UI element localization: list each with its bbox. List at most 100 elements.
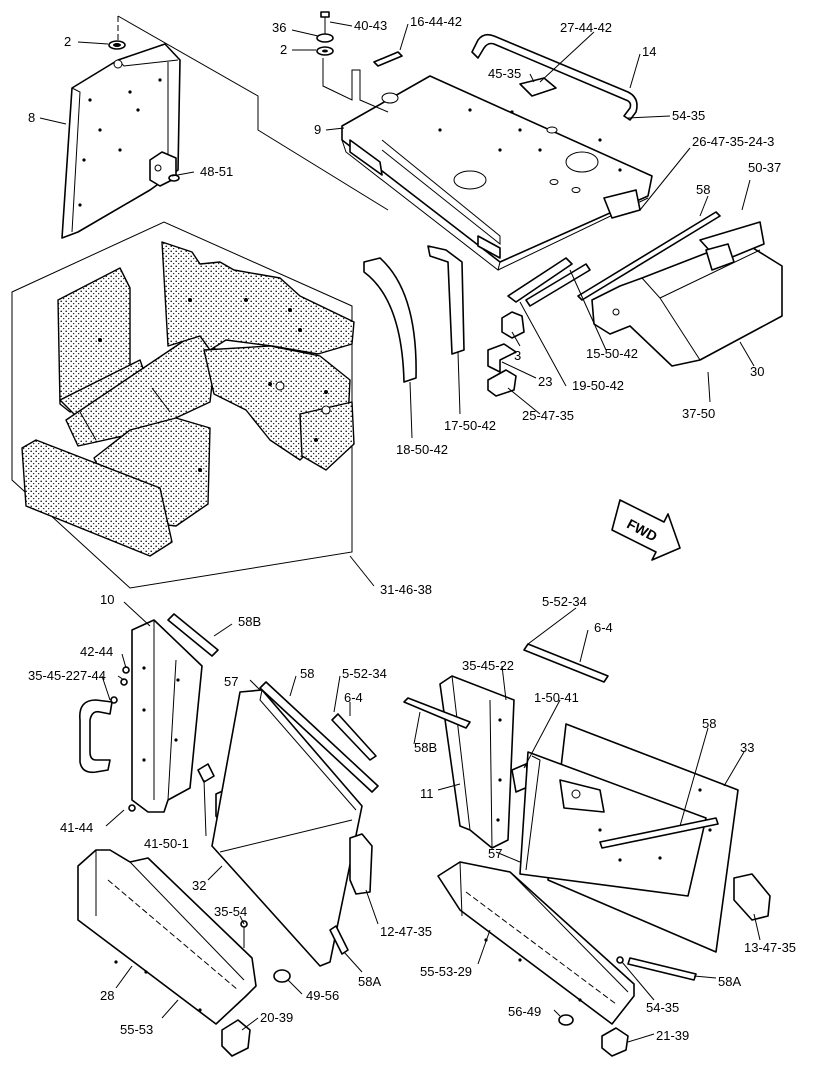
callout-label: 35-54 [214,904,247,919]
callout-label: 49-56 [306,988,339,1003]
callout-label: 36 [272,20,286,35]
callout-label: 14 [642,44,656,59]
nut-icon [168,174,180,182]
callout-label: 11 [420,786,434,801]
handle-35 [79,699,113,774]
bracket-16 [373,51,403,67]
callout-label: 58A [358,974,381,989]
frame-10 [131,619,203,813]
handle-14 [471,33,638,121]
door-panel-32 [211,689,363,967]
callout-label: 40-43 [354,18,387,33]
callout-label: 57 [224,674,238,689]
lower-panel-29 [437,861,635,1025]
callout-label: 35-45-22 [28,668,80,683]
callout-label: 28 [100,988,114,1003]
bracket-18 [363,257,417,383]
strip-58a-right [627,957,697,981]
callout-label: 6-4 [594,620,613,635]
callout-label: 32 [192,878,206,893]
callout-labels: 2 36 2 40-43 16-44-42 27-44-42 14 45-35 … [28,14,796,1043]
knob-49 [273,969,291,983]
side-panel-8 [61,43,181,239]
callout-label: 8 [28,110,35,125]
callout-label: 58A [718,974,741,989]
bracket-19 [507,257,573,303]
forward-arrow: FWD [611,499,681,561]
latch-20 [221,1019,251,1057]
callout-label: 17-50-42 [444,418,496,433]
bracket-15 [525,263,591,307]
alignment-line [117,15,389,211]
callout-label: 42-44 [80,644,113,659]
frame-11 [439,675,515,849]
callout-label: 12-47-35 [380,924,432,939]
callout-label: 23 [538,374,552,389]
callout-label: 58 [702,716,716,731]
washer-icon [108,40,126,50]
strip-58-door [259,681,379,793]
callout-label: 57 [488,846,502,861]
callout-label: 37-50 [682,406,715,421]
lower-panel-28 [77,849,257,1025]
callout-label: 16-44-42 [410,14,462,29]
bracket-17 [427,245,465,355]
leader-lines [39,21,761,1043]
bracket-23 [487,343,517,373]
callout-label: 27-44-42 [560,20,612,35]
callout-label: 58 [696,182,710,197]
callout-label: 10 [100,592,114,607]
latch-41 [197,763,215,783]
callout-label: 54-35 [646,1000,679,1015]
plate-27 [519,77,557,97]
strip-58a [329,925,349,955]
callout-label: 5-52-34 [342,666,387,681]
strip-58b [167,613,219,657]
callout-label: 58 [300,666,314,681]
callout-label: 58B [414,740,437,755]
bracket-12 [349,833,373,895]
sound-foam-kit-31 [11,221,355,589]
callout-label: 7-44 [80,668,106,683]
callout-label: 33 [740,740,754,755]
callout-label: 25-47-35 [522,408,574,423]
callout-label: 5-52-34 [542,594,587,609]
callout-label: 48-51 [200,164,233,179]
callout-label: 54-35 [672,108,705,123]
callout-label: 55-53 [120,1022,153,1037]
callout-label: 30 [750,364,764,379]
callout-label: 41-50-1 [144,836,189,851]
callout-label: 20-39 [260,1010,293,1025]
callout-label: 15-50-42 [586,346,638,361]
callout-label: 50-37 [748,160,781,175]
alignment-line [322,58,389,113]
strip-58 [577,211,721,301]
latch-21 [601,1027,629,1057]
callout-label: 13-47-35 [744,940,796,955]
callout-label: 1-50-41 [534,690,579,705]
callout-label: 9 [314,122,321,137]
deck-plate-9 [341,75,653,271]
screw-icon [240,920,248,948]
callout-label: 45-35 [488,66,521,81]
screw-icon [616,956,624,964]
callout-label: 6-4 [344,690,363,705]
strip-58b-right [403,697,471,729]
cover-30 [591,221,783,367]
callout-label: 19-50-42 [572,378,624,393]
bracket-25 [487,369,517,397]
rod-6-4-right [523,643,609,683]
callout-label: 2 [64,34,71,49]
callout-label: 56-49 [508,1004,541,1019]
callout-label: 58B [238,614,261,629]
callout-label: 2 [280,42,287,57]
callout-label: 31-46-38 [380,582,432,597]
bolt-icon [316,11,334,56]
rod-6-4 [331,713,377,761]
bracket-13 [733,873,771,921]
strip-58-right [599,817,719,849]
callout-label: 55-53-29 [420,964,472,979]
callout-label: 3 [514,348,521,363]
